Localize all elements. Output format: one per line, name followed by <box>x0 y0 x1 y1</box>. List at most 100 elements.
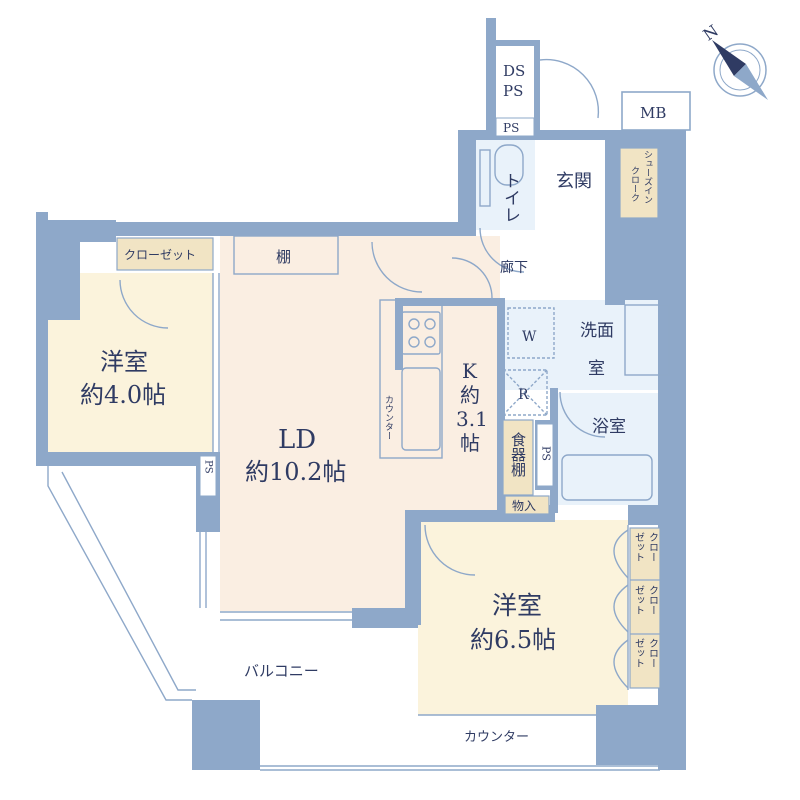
toilet-label: トイレ <box>500 172 520 223</box>
wall-wet-left <box>497 298 505 513</box>
counter-vertical-label: カウンター <box>383 395 394 440</box>
ps-left-label: PS <box>203 460 214 474</box>
closet-western-label: クローゼット <box>124 248 196 262</box>
washbasin <box>624 304 670 376</box>
closet-door-1 <box>613 529 629 579</box>
wall-kitchen-left <box>395 298 403 370</box>
wall-ps-left-inner <box>121 452 196 466</box>
door-swing-bedroom <box>424 524 476 576</box>
burner-3 <box>408 336 420 348</box>
refrigerator-label: R <box>518 387 529 403</box>
fridge-box <box>502 369 548 416</box>
ds-ps-label: PS <box>503 82 523 100</box>
wall-toilet-left <box>458 130 476 236</box>
wall-top-ld <box>116 222 474 236</box>
wall-left-top <box>36 220 116 242</box>
ps-right-label: PS <box>540 446 553 461</box>
shoe-closet-box <box>619 147 659 219</box>
shelf-box <box>233 235 339 275</box>
kitchen-floor <box>400 300 500 510</box>
storage-label: 物入 <box>512 499 536 513</box>
balcony-label: バルコニー <box>244 662 319 680</box>
wall-bedroom-bottom-stub <box>596 705 662 765</box>
wall-right-mid <box>628 505 686 525</box>
washroom-label-2: 室 <box>588 359 605 379</box>
door-swing-bath <box>559 391 606 438</box>
kitchen-label: K <box>462 359 478 383</box>
corridor-label: 廊下 <box>500 259 528 276</box>
western-room-large-name: 洋室 <box>492 591 542 620</box>
closet-label-2b: ゼット <box>633 585 645 615</box>
wall-left-corner-block <box>36 242 80 320</box>
closet-label-1b: ゼット <box>633 532 645 562</box>
sink <box>401 367 441 451</box>
mb-label: MB <box>640 104 666 122</box>
shelf-label: 棚 <box>276 248 291 266</box>
western-room-small-name: 洋室 <box>100 348 148 376</box>
washer-label: W <box>522 329 537 345</box>
wall-balcony-bottom-left <box>192 700 260 770</box>
wall-kitchen-top <box>395 298 505 306</box>
compass-icon: N <box>700 21 768 100</box>
balcony-outline-inner <box>61 471 196 691</box>
wall-left-small-bottom <box>36 452 124 466</box>
wall-bedroom-left <box>405 515 421 625</box>
ps-right-box <box>536 423 554 487</box>
kitchen-size-3: 帖 <box>460 431 480 455</box>
counter-bottom-label: カウンター <box>464 730 529 745</box>
washer-box <box>507 307 555 359</box>
washroom-floor <box>500 300 670 390</box>
closet-label-3a: クロー <box>647 638 658 668</box>
corridor-floor <box>430 236 500 300</box>
burner-1 <box>408 318 420 330</box>
closet-door-3 <box>613 639 629 689</box>
balcony-outline <box>47 466 192 701</box>
dish-shelf-box <box>502 419 534 496</box>
wall-ld-bottom-right <box>352 608 418 628</box>
wall-entrance-top <box>458 130 673 140</box>
shoe-closet-label-1: シューズイン <box>642 150 653 204</box>
dish-shelf-label: 食器棚 <box>509 432 527 477</box>
closet-western-box <box>116 237 214 271</box>
compass-needle <box>712 40 746 76</box>
ps-left-box <box>199 455 217 497</box>
compass-north-label: N <box>700 21 722 45</box>
kitchen-size-1: 約 <box>460 383 480 407</box>
ps-top-box <box>495 117 535 137</box>
mb-box <box>621 91 691 131</box>
western-room-large-size: 約6.5帖 <box>470 626 556 654</box>
ds-label: DS <box>503 62 525 80</box>
stove <box>401 311 441 355</box>
wall-shaft-top <box>496 40 540 46</box>
bathroom-floor <box>555 393 660 505</box>
compass-needle-tail <box>734 64 768 100</box>
western-room-large-floor <box>418 520 628 715</box>
shoe-closet-label-2: クローク <box>629 166 639 202</box>
toilet-tank <box>479 149 491 207</box>
door-swing-small-room <box>119 279 169 329</box>
closet-door-2 <box>613 584 629 633</box>
burner-2 <box>424 318 436 330</box>
fridge-cross-2 <box>502 369 548 416</box>
wall-entrance-right <box>605 225 625 305</box>
closet-label-1a: クロー <box>647 532 658 562</box>
outlines <box>39 58 691 771</box>
washroom-label-1: 洗面 <box>580 321 614 341</box>
wall-shaft-left <box>486 18 496 140</box>
door-swing-ld <box>371 241 423 293</box>
bathroom-label: 浴室 <box>592 417 626 437</box>
closet-label-2a: クロー <box>647 585 658 615</box>
closet-large-box <box>629 527 661 689</box>
door-swing-corridor <box>451 257 493 299</box>
ps-top-label: PS <box>503 121 519 135</box>
ld-name: LD <box>278 425 316 455</box>
entrance-label: 玄関 <box>556 171 592 192</box>
counter-box <box>379 299 443 459</box>
door-swing-toilet <box>479 227 525 273</box>
toilet-bowl <box>494 144 524 186</box>
kitchen-size-2: 3.1 <box>456 407 488 431</box>
ld-size: 約10.2帖 <box>245 458 346 486</box>
closet-label-3b: ゼット <box>633 638 645 668</box>
wall-shaft-right <box>534 40 540 140</box>
storage-box <box>504 495 550 515</box>
